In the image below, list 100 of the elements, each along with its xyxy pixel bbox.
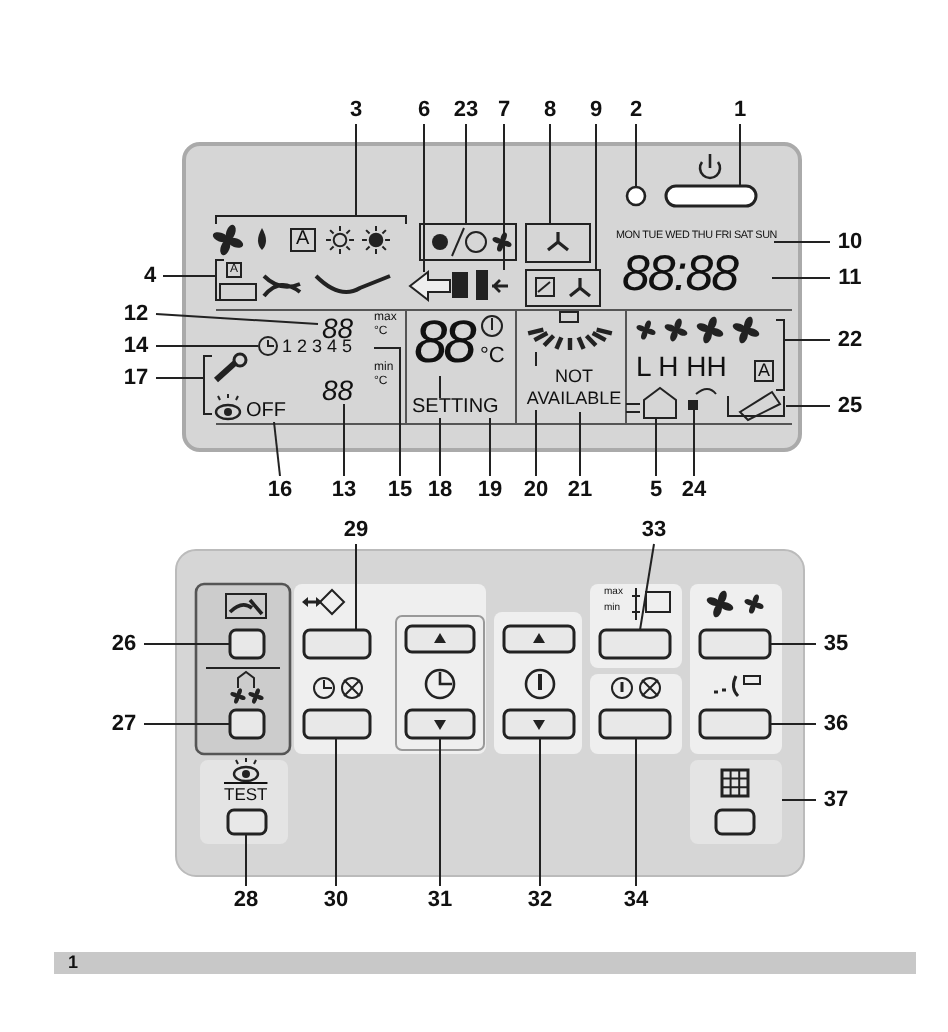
temperature-digits: 88 <box>322 376 354 404</box>
unit-label: °C <box>480 346 505 368</box>
callout-number: 23 <box>448 98 484 122</box>
temperature-digits: 88 <box>322 314 354 342</box>
leader-line <box>155 313 319 325</box>
callout-number: 8 <box>539 98 561 122</box>
arrow-icon <box>408 269 468 303</box>
leader-line <box>769 723 817 725</box>
button-group-panel <box>690 760 782 844</box>
wrench-eye-icons <box>203 352 248 421</box>
remote-button <box>502 624 576 654</box>
callout-number: 5 <box>645 478 667 502</box>
status-text: NOT AVAILABLE <box>524 366 624 410</box>
louver-frame <box>525 269 601 307</box>
remote-button <box>404 708 476 740</box>
leader-line <box>439 737 441 887</box>
remote-button <box>598 628 672 660</box>
remote-button <box>404 624 476 654</box>
leader-line <box>143 643 231 645</box>
callout-number: 22 <box>832 328 868 352</box>
mode-letter: A <box>754 360 775 382</box>
remote-button <box>698 708 772 740</box>
leader-line <box>373 347 401 477</box>
clock-icon <box>258 336 278 356</box>
mode-letter: A <box>290 228 316 252</box>
leader-line <box>162 275 217 277</box>
leader-line <box>785 405 831 407</box>
setting-label: SETTING <box>412 398 499 418</box>
callout-number: 7 <box>493 98 515 122</box>
leader-line <box>335 737 337 887</box>
leader-line <box>781 799 817 801</box>
button-group-panel <box>200 757 288 844</box>
leader-line <box>635 737 637 887</box>
remote-button <box>714 808 756 836</box>
callout-number: 29 <box>338 518 374 542</box>
callout-number: 18 <box>422 478 458 502</box>
callout-number: 10 <box>832 230 868 254</box>
callout-number: 34 <box>618 888 654 912</box>
leader-line <box>489 417 491 477</box>
callout-number: 11 <box>832 266 868 290</box>
door-icon <box>476 270 510 300</box>
leader-line <box>655 417 657 477</box>
callout-number: 27 <box>106 712 142 736</box>
leader-line <box>739 123 741 187</box>
louver-frame <box>525 223 591 263</box>
callout-number: 37 <box>818 788 854 812</box>
callout-number: 20 <box>518 478 554 502</box>
mode-icons <box>212 215 407 256</box>
indicator-lamp <box>625 185 647 207</box>
callout-number: 15 <box>382 478 418 502</box>
leader-line <box>635 123 637 188</box>
house-icon <box>625 386 677 419</box>
callout-number: 35 <box>818 632 854 656</box>
callout-number: 9 <box>585 98 607 122</box>
leader-line <box>783 339 831 341</box>
remote-button <box>228 708 266 740</box>
step-numbers: 1 2 3 4 5 <box>282 338 353 356</box>
leader-line <box>549 123 551 225</box>
callout-number: 36 <box>818 712 854 736</box>
clock-digits: 88:88 <box>622 250 738 300</box>
fan-speed-labels: L H HH <box>636 352 727 380</box>
remote-button <box>598 708 672 740</box>
leader-line <box>423 123 425 273</box>
callout-number: 30 <box>318 888 354 912</box>
filter-clean-icon <box>727 390 785 422</box>
leader-line <box>639 543 655 631</box>
remote-button <box>698 628 772 660</box>
callout-number: 14 <box>118 334 154 358</box>
callout-number: 3 <box>345 98 367 122</box>
mode-icons <box>215 259 391 301</box>
remote-button <box>302 628 372 660</box>
callout-number: 2 <box>625 98 647 122</box>
leader-line <box>143 723 231 725</box>
leader-line <box>771 277 831 279</box>
callout-number: 19 <box>472 478 508 502</box>
leader-line <box>539 737 541 887</box>
leader-line <box>579 411 581 477</box>
leader-line <box>773 241 831 243</box>
temperature-digits: 88 <box>414 314 473 374</box>
callout-number: 13 <box>326 478 362 502</box>
callout-number: 32 <box>522 888 558 912</box>
callout-number: 1 <box>729 98 751 122</box>
leader-line <box>155 377 205 379</box>
remote-button <box>228 628 266 660</box>
callout-number: 31 <box>422 888 458 912</box>
leader-line <box>503 123 505 271</box>
remote-button <box>302 708 372 740</box>
callout-number: 16 <box>262 478 298 502</box>
remote-button <box>502 708 576 740</box>
callout-number: 24 <box>676 478 712 502</box>
callout-number: 33 <box>636 518 672 542</box>
leader-line <box>465 123 467 225</box>
leader-line <box>273 421 281 477</box>
test-label: TEST <box>224 786 268 803</box>
leader-line <box>595 123 597 271</box>
indicator-frame <box>419 223 517 261</box>
power-button <box>664 184 758 208</box>
fan-speed-icons <box>636 316 785 391</box>
callout-number: 25 <box>832 394 868 418</box>
filter-icon <box>688 388 717 410</box>
